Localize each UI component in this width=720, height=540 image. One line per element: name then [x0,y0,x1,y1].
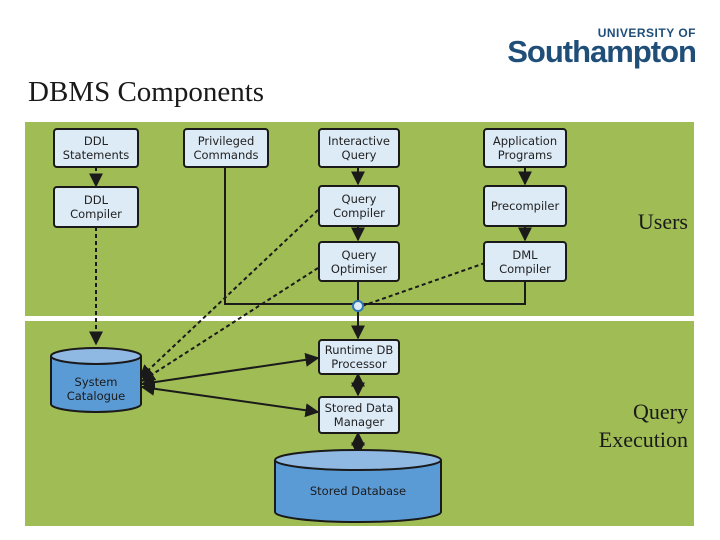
application-programs-box: Application Programs [483,128,567,168]
stored-database-cylinder [274,449,442,523]
interactive-query-box: Interactive Query [318,128,400,168]
query-execution-label: Query Execution [598,399,688,452]
junction-node [352,300,364,312]
edge-dml-bus [362,281,526,305]
edge-dml-runtime [361,262,486,307]
system-catalogue-cylinder [50,347,142,413]
stored-data-manager-box: Stored Data Manager [318,396,400,434]
edge-manager-catalogue [140,381,320,418]
university-logo-small: UNIVERSITY OF [597,26,696,40]
edge-privileged-bus [224,167,358,305]
university-logo: Southampton [507,34,697,69]
edge-query-compiler-catalogue [138,209,319,379]
edge-optimiser-catalogue [140,267,319,382]
privileged-commands-box: Privileged Commands [183,128,269,168]
precompiler-box: Precompiler [483,185,567,227]
runtime-db-processor-box: Runtime DB Processor [318,339,400,375]
query-compiler-box: Query Compiler [318,185,400,227]
edge-runtime-catalogue [140,352,320,390]
dml-compiler-box: DML Compiler [483,241,567,282]
stored-database-label: Stored Database [309,484,407,498]
page-title: DBMS Components [28,76,265,108]
system-catalogue-label: System Catalogue [66,375,126,403]
ddl-compiler-box: DDL Compiler [53,186,139,228]
query-optimiser-box: Query Optimiser [318,241,400,282]
ddl-statements-box: DDL Statements [53,128,139,168]
users-label: Users [637,209,688,234]
